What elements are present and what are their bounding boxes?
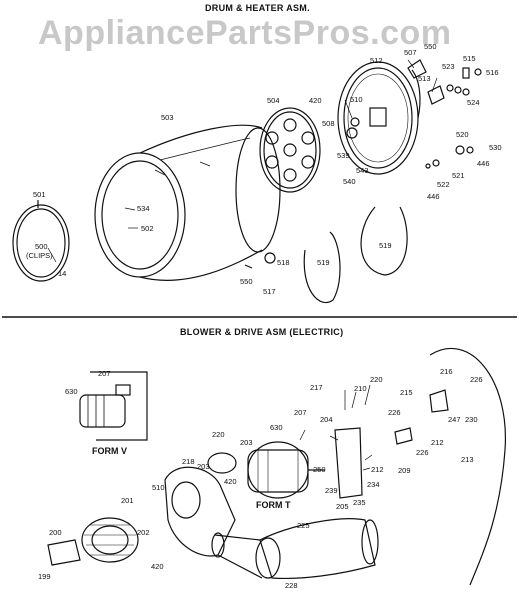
part-label-250: 250	[313, 465, 326, 474]
part-label-225: 225	[297, 521, 310, 530]
part-label-524: 524	[467, 98, 480, 107]
part-label-534: 534	[137, 204, 150, 213]
drum-heater-section-title: DRUM & HEATER ASM.	[205, 3, 310, 13]
motor-form-v-part	[79, 384, 131, 428]
part-label-630: 630	[65, 387, 78, 396]
part-label-203: 203	[240, 438, 253, 447]
drive-belt-part	[303, 206, 408, 304]
part-label-420: 420	[151, 562, 164, 571]
part-label-516: 516	[486, 68, 499, 77]
part-label-510: 510	[152, 483, 165, 492]
part-label-209: 209	[398, 466, 411, 475]
part-label-226: 226	[470, 375, 483, 384]
part-label-521: 521	[452, 171, 465, 180]
part-label-550: 550	[424, 42, 437, 51]
form-v-label: FORM V	[92, 446, 127, 456]
blower-drive-section-title: BLOWER & DRIVE ASM (ELECTRIC)	[180, 327, 344, 337]
part-label-220: 220	[370, 375, 383, 384]
part-label-515: 515	[463, 54, 476, 63]
part-label-500-clips: (CLIPS)	[26, 251, 53, 260]
part-label-507: 507	[404, 48, 417, 57]
drum-part	[94, 124, 281, 281]
part-label-523: 523	[442, 62, 455, 71]
part-label-550: 550	[240, 277, 253, 286]
part-label-199: 199	[38, 572, 51, 581]
part-label-446: 446	[427, 192, 440, 201]
part-label-512: 512	[370, 56, 383, 65]
drum-seal-ring-part	[12, 204, 70, 282]
part-label-205: 205	[336, 502, 349, 511]
part-label-234: 234	[367, 480, 380, 489]
part-label-200: 200	[49, 528, 62, 537]
part-label-207: 207	[98, 369, 111, 378]
part-label-510: 510	[350, 95, 363, 104]
part-label-530: 530	[489, 143, 502, 152]
part-label-501: 501	[33, 190, 46, 199]
part-label-630: 630	[270, 423, 283, 432]
part-label-204: 204	[320, 415, 333, 424]
part-label-247: 247	[448, 415, 461, 424]
part-label-201: 201	[121, 496, 134, 505]
part-label-218: 218	[182, 457, 195, 466]
drum-back-disc-part	[259, 107, 321, 193]
blower-housing-part	[164, 466, 236, 557]
part-label-207: 207	[294, 408, 307, 417]
part-label-212: 212	[371, 465, 384, 474]
part-label-508: 508	[322, 119, 335, 128]
part-label-228: 228	[285, 581, 298, 590]
part-label-202: 202	[137, 528, 150, 537]
part-label-235: 235	[353, 498, 366, 507]
watermark-text: AppliancePartsPros.com	[38, 14, 452, 52]
part-label-230: 230	[465, 415, 478, 424]
part-label-543: 543	[356, 166, 369, 175]
form-t-label: FORM T	[256, 500, 291, 510]
blower-wheel-part	[81, 517, 139, 563]
heater-housing-part	[337, 61, 421, 175]
part-label-522: 522	[437, 180, 450, 189]
part-label-420: 420	[309, 96, 322, 105]
part-label-520: 520	[456, 130, 469, 139]
part-label-513: 513	[418, 74, 431, 83]
part-label-239: 239	[325, 486, 338, 495]
part-label-500: 500	[35, 242, 48, 251]
blower-belt-part	[429, 348, 506, 586]
part-label-518: 518	[277, 258, 290, 267]
part-label-446: 446	[477, 159, 490, 168]
part-label-503: 503	[161, 113, 174, 122]
part-label-226: 226	[388, 408, 401, 417]
part-label-14: 14	[58, 269, 67, 278]
part-label-504: 504	[267, 96, 280, 105]
motor-form-t-part	[247, 441, 325, 499]
part-label-203: 203	[197, 462, 210, 471]
part-label-226: 226	[416, 448, 429, 457]
part-label-212: 212	[431, 438, 444, 447]
exhaust-duct-part	[211, 518, 379, 580]
part-label-539: 539	[337, 151, 350, 160]
part-label-210: 210	[354, 384, 367, 393]
part-label-502: 502	[141, 224, 154, 233]
part-label-519: 519	[379, 241, 392, 250]
part-label-215: 215	[400, 388, 413, 397]
part-label-519: 519	[317, 258, 330, 267]
part-label-220: 220	[212, 430, 225, 439]
part-label-216: 216	[440, 367, 453, 376]
part-label-217: 217	[310, 383, 323, 392]
part-label-213: 213	[461, 455, 474, 464]
part-label-420: 420	[224, 477, 237, 486]
part-label-517: 517	[263, 287, 276, 296]
part-label-540: 540	[343, 177, 356, 186]
